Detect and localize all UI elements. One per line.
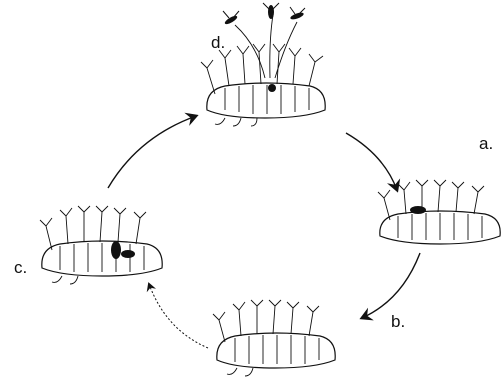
moss-larva-top bbox=[201, 15, 325, 126]
arrow-c-to-top bbox=[108, 116, 196, 188]
winged-insect-icon bbox=[290, 7, 305, 21]
winged-insect-icon bbox=[263, 3, 279, 19]
moss-larva-b bbox=[213, 300, 335, 376]
moss-larva-c bbox=[40, 206, 162, 284]
arrow-top-to-a bbox=[346, 133, 397, 190]
stage-label-d: d. bbox=[211, 34, 225, 51]
arrow-a-to-b bbox=[362, 253, 420, 318]
arrow-b-to-c bbox=[149, 284, 208, 348]
stage-label-b: b. bbox=[391, 313, 405, 330]
stage-label-c: c. bbox=[14, 259, 27, 276]
winged-insect-icon bbox=[223, 11, 239, 26]
stage-label-a: a. bbox=[479, 135, 493, 152]
